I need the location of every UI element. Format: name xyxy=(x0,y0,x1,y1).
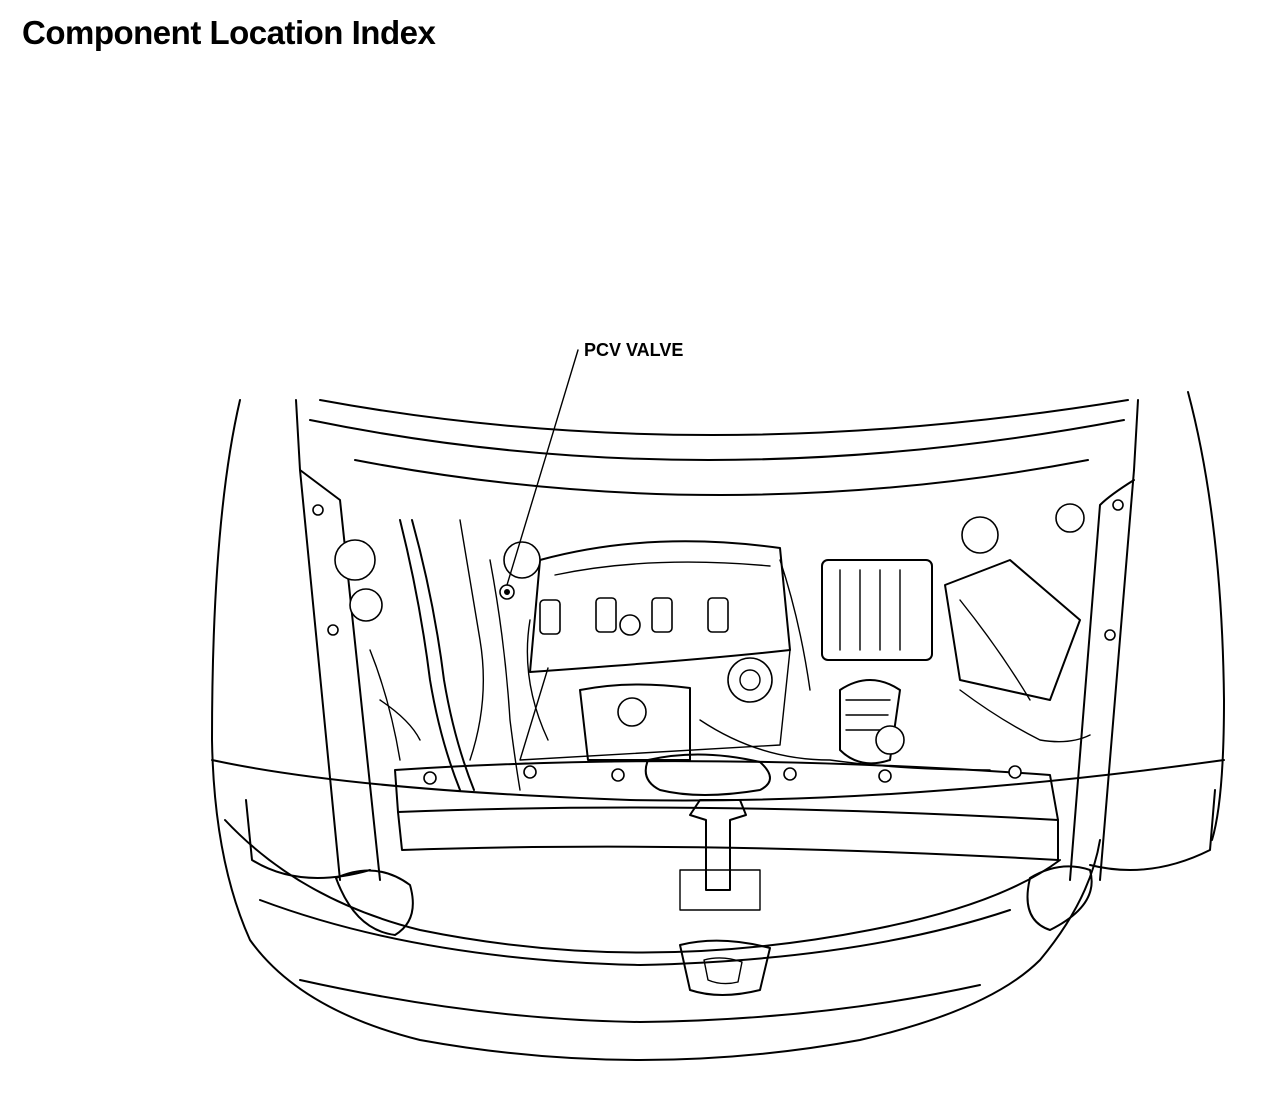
pcv-valve-leader-line xyxy=(506,349,579,586)
page-title: Component Location Index xyxy=(22,14,436,51)
pcv-valve-label: PCV VALVE xyxy=(584,340,684,360)
car-body-outline xyxy=(211,391,1225,1061)
grille-emblem xyxy=(679,939,771,996)
engine-assembly xyxy=(334,503,1091,791)
radiator-support xyxy=(394,753,1059,911)
hood-frame xyxy=(295,399,1139,881)
pcv-valve xyxy=(499,584,515,600)
